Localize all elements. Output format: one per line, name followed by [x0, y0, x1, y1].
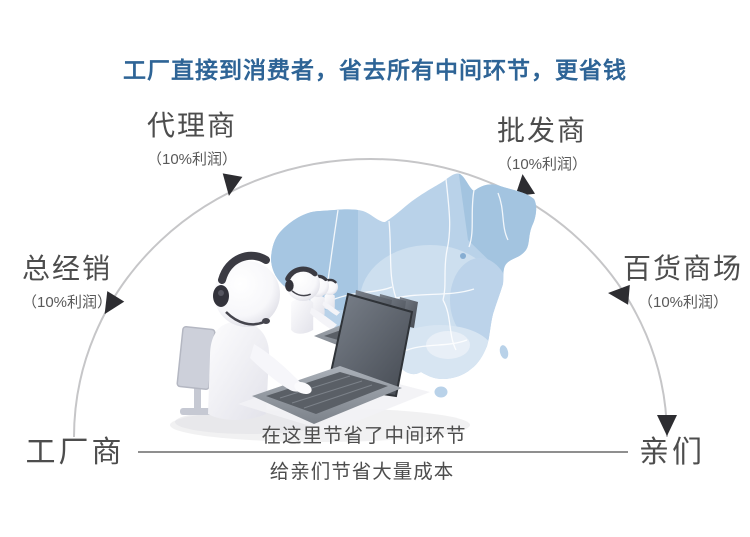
wholesaler-label: 批发商: [496, 115, 587, 146]
department-store-label: 百货商场: [622, 253, 744, 284]
distributor-label: 总经销: [21, 253, 112, 284]
arc-arrowhead: [222, 173, 243, 196]
arc-arrowhead: [515, 174, 536, 197]
taiwan-island: [499, 345, 509, 359]
hainan-island: [434, 386, 448, 398]
agent-profit: （10%利润）: [146, 151, 238, 169]
arc-arrowhead: [608, 284, 630, 305]
node-customers: 亲们: [639, 436, 705, 471]
node-factory: 工厂商: [26, 436, 125, 471]
node-wholesaler: 批发商 （10%利润）: [497, 115, 587, 174]
wholesaler-profit: （10%利润）: [496, 156, 588, 174]
arc-arrowhead: [657, 415, 677, 436]
factory-label: 工厂商: [25, 436, 125, 469]
department-store-profit: （10%利润）: [637, 294, 729, 312]
direct-path-caption-bottom: 给亲们节省大量成本: [269, 461, 455, 483]
direct-path-caption-top: 在这里节省了中间环节: [261, 425, 467, 447]
desktop-monitor-icon: [176, 326, 216, 415]
node-distributor: 总经销 （10%利润）: [22, 253, 112, 312]
arc-arrowhead: [104, 291, 125, 315]
arc-arrowheads: [104, 173, 677, 436]
node-department-store: 百货商场 （10%利润）: [623, 253, 743, 312]
distributor-profit: （10%利润）: [21, 294, 113, 312]
page-title: 工厂直接到消费者，省去所有中间环节，更省钱: [123, 57, 627, 83]
call-center-agents-icon: [208, 251, 430, 432]
agent-label: 代理商: [146, 110, 237, 141]
customers-label: 亲们: [639, 436, 705, 469]
node-agent: 代理商 （10%利润）: [147, 110, 237, 169]
